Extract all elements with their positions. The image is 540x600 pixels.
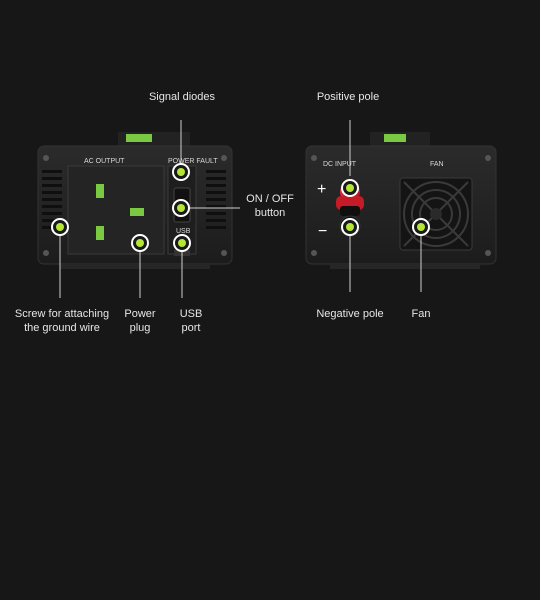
label-on-off-button: ON / OFF button bbox=[246, 193, 294, 219]
label-fan: Fan bbox=[411, 308, 431, 320]
label-positive-pole: Positive pole bbox=[316, 91, 380, 103]
callout-markers bbox=[51, 163, 430, 252]
fan-text: FAN bbox=[430, 161, 444, 168]
usb-text: USB bbox=[176, 228, 191, 235]
marker-on-off bbox=[172, 199, 190, 217]
minus-sign: − bbox=[318, 223, 327, 240]
marker-positive bbox=[341, 179, 359, 197]
label-usb-port: USB port bbox=[179, 308, 203, 334]
marker-signal-diodes bbox=[172, 163, 190, 181]
marker-screw bbox=[51, 218, 69, 236]
power-fault-text: POWER FAULT bbox=[168, 158, 218, 165]
label-signal-diodes: Signal diodes bbox=[148, 91, 216, 103]
marker-negative bbox=[341, 218, 359, 236]
marker-fan bbox=[412, 218, 430, 236]
label-negative-pole: Negative pole bbox=[316, 308, 384, 320]
callout-lines bbox=[59, 120, 422, 298]
label-power-plug: Power plug bbox=[124, 308, 156, 334]
plus-sign: + bbox=[317, 181, 326, 198]
label-screw: Screw for attaching the ground wire bbox=[14, 308, 110, 334]
marker-usb bbox=[173, 234, 191, 252]
marker-power-plug bbox=[131, 234, 149, 252]
dc-input-text: DC INPUT bbox=[323, 161, 357, 168]
inverter-dc-side: DC INPUT FAN + − bbox=[305, 132, 497, 269]
ac-output-text: AC OUTPUT bbox=[84, 158, 125, 165]
fan-grille bbox=[399, 177, 473, 251]
